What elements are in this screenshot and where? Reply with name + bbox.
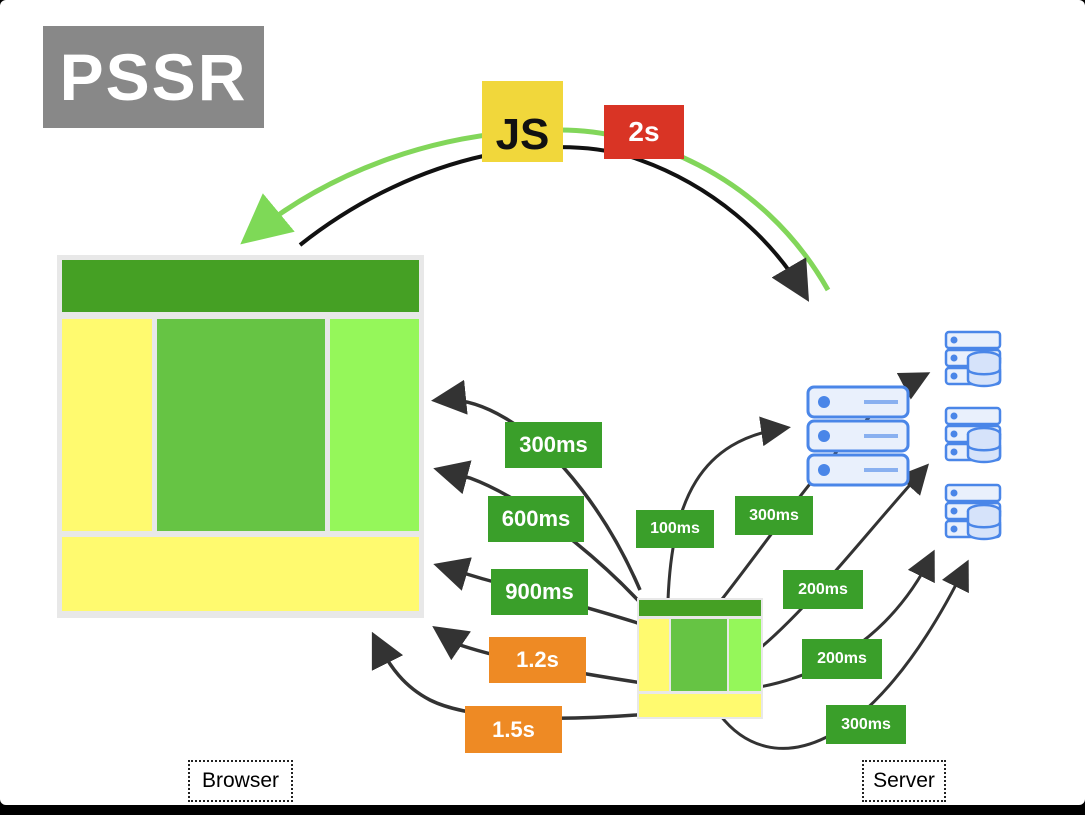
browser-right-column	[330, 319, 419, 531]
server-tag-100ms: 100ms	[636, 510, 714, 548]
mini-main-content	[671, 619, 727, 691]
timing-tag-600ms: 600ms	[488, 496, 584, 542]
mini-left-column	[639, 619, 669, 691]
page-title: PSSR	[43, 26, 264, 128]
server-tag-200ms-a: 200ms	[783, 570, 863, 609]
timing-tag-1500ms: 1.5s	[465, 706, 562, 753]
timing-tag-1200ms: 1.2s	[489, 637, 586, 683]
server-page-mockup	[637, 598, 763, 719]
mini-footer-block	[639, 694, 761, 717]
database-server-icon	[944, 483, 1002, 541]
arrow-300ms-b	[718, 559, 969, 750]
browser-header-block	[62, 260, 419, 312]
timing-tag-900ms: 900ms	[491, 569, 588, 615]
server-tag-300ms-b: 300ms	[826, 705, 906, 744]
server-tag-200ms-b: 200ms	[802, 639, 882, 679]
server-rack-icon	[806, 385, 910, 487]
browser-footer-block	[62, 537, 419, 611]
server-tag-300ms: 300ms	[735, 496, 813, 535]
browser-left-column	[62, 319, 152, 531]
js-label: JS	[482, 81, 563, 162]
mini-right-column	[729, 619, 761, 691]
browser-label: Browser	[188, 760, 293, 802]
database-server-icon	[944, 330, 1002, 388]
arrow-100ms	[666, 416, 791, 601]
timing-tag-300ms: 300ms	[505, 422, 602, 468]
js-time-tag: 2s	[604, 105, 684, 159]
server-label: Server	[862, 760, 946, 802]
browser-page-mockup	[57, 255, 424, 618]
mini-header-block	[639, 600, 761, 616]
arrow-1500ms	[371, 631, 691, 720]
database-server-icon	[944, 406, 1002, 464]
browser-main-content	[157, 319, 325, 531]
